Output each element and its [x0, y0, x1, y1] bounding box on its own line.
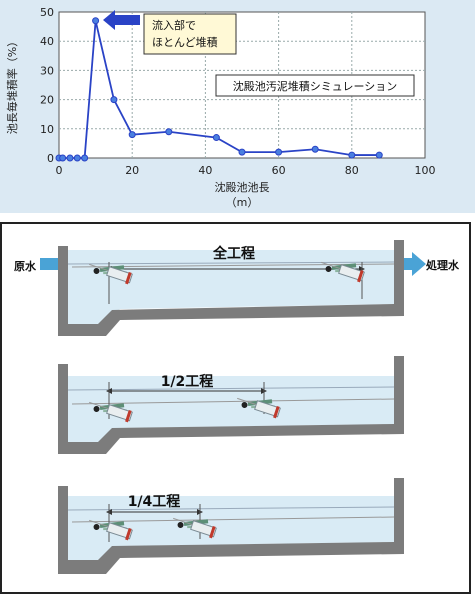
x-tick-label: 40 — [198, 164, 212, 177]
y-tick-label: 50 — [40, 6, 54, 19]
data-point — [275, 148, 283, 156]
x-tick-label: 20 — [125, 164, 139, 177]
y-tick-label: 30 — [40, 64, 54, 77]
data-point — [81, 154, 89, 162]
x-tick-label: 0 — [56, 164, 63, 177]
peak-pointer-arrow — [103, 10, 140, 30]
rail-2 — [71, 398, 395, 405]
x-tick-label: 100 — [415, 164, 436, 177]
peak-note-line2: ほとんど堆積 — [152, 35, 218, 49]
series-layer — [55, 17, 383, 162]
tank-row-quarter: 1/4工程 — [58, 478, 404, 574]
tank-row-full: 全工程 — [58, 240, 404, 336]
data-point — [311, 145, 319, 153]
tank-row-half: 1/2工程 — [58, 356, 404, 454]
x-axis-unit: （m） — [226, 196, 259, 209]
data-point — [348, 151, 356, 159]
sedimentation-tank-diagram: 原水 処理水 全工程 1/2工程 — [14, 240, 460, 574]
tank-wall-1 — [58, 240, 404, 336]
data-point — [59, 154, 67, 162]
data-point — [128, 131, 136, 139]
data-point — [212, 134, 220, 142]
y-tick-label: 40 — [40, 35, 54, 48]
peak-note-box — [143, 13, 237, 55]
row-label-half: 1/2工程 — [161, 374, 214, 390]
process-diagram-panel: 原水 処理水 全工程 1/2工程 — [0, 222, 471, 594]
x-axis-label: 沈殿池池長 — [215, 180, 270, 194]
tank-wall-3 — [58, 478, 404, 574]
grid-lines — [59, 12, 425, 158]
row-label-full: 全工程 — [212, 245, 255, 262]
tank-wall-2 — [58, 356, 404, 454]
row-label-quarter: 1/4工程 — [128, 494, 181, 510]
y-tick-label: 10 — [40, 123, 54, 136]
y-tick-label: 0 — [47, 152, 54, 165]
x-tick-label: 80 — [345, 164, 359, 177]
y-axis-label: 池長毎堆積率（%） — [5, 36, 19, 134]
inlet-label: 原水 — [14, 259, 37, 273]
data-point — [66, 154, 74, 162]
simulation-label: 沈殿池汚泥堆積シミュレーション — [233, 79, 398, 93]
data-point — [92, 17, 100, 25]
peak-note-line1: 流入部で — [152, 18, 196, 32]
y-tick-label: 20 — [40, 94, 54, 107]
simulation-label-box — [215, 74, 415, 97]
data-point — [73, 154, 81, 162]
data-point — [238, 148, 246, 156]
data-point — [375, 151, 383, 159]
data-point — [165, 128, 173, 136]
x-tick-label: 60 — [272, 164, 286, 177]
data-point — [110, 96, 118, 104]
tick-labels: 0 10 20 30 40 50 0 20 40 60 80 100 — [40, 6, 436, 177]
rail-3 — [71, 516, 395, 523]
outlet-label: 処理水 — [425, 258, 460, 272]
water-surface-1 — [67, 261, 395, 265]
